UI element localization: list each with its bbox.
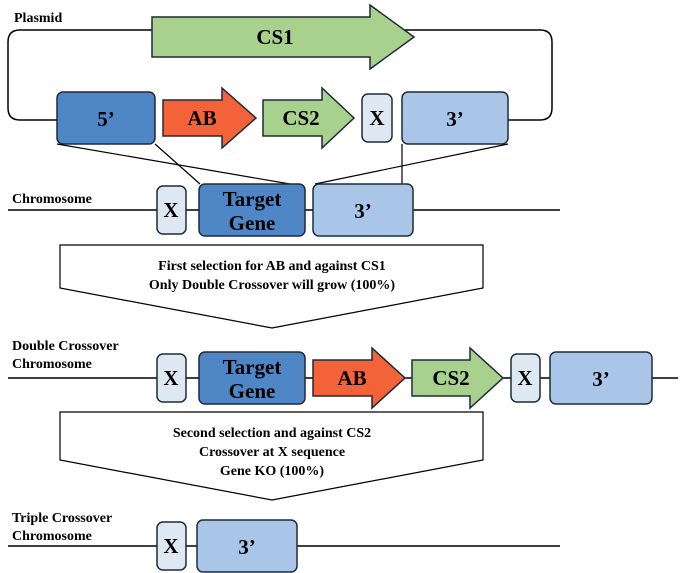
triple-crossover-section: Triple Crossover Chromosome X 3’ [8,511,560,573]
plasmid-ab-label: AB [187,106,216,130]
selection-1: First selection for AB and against CS1 O… [59,244,484,329]
chromosome-x-box [156,185,187,235]
dc-cs2-arrow [411,346,505,410]
dc-ab-label: AB [337,366,366,390]
plasmid-3prime-label: 3’ [446,107,464,131]
selection-2-funnel [59,411,484,501]
double-crossover-label-line2: Chromosome [12,357,92,372]
plasmid-3prime-box [401,91,509,145]
plasmid-section: Plasmid CS1 5’ AB CS2 X 3’ [7,3,553,150]
dc-cs2-label: CS2 [432,366,469,390]
triple-crossover-label-line1: Triple Crossover [12,511,112,526]
selection-2: Second selection and against CS2 Crossov… [59,411,484,501]
double-crossover-section: Double Crossover Chromosome X Target Gen… [8,339,678,410]
dc-x1-label: X [163,366,178,390]
crossover-lines-1 [56,143,509,185]
chromosome-label: Chromosome [12,192,92,207]
selection-2-line2: Crossover at X sequence [199,445,345,460]
plasmid-ab-arrow [162,86,258,150]
tc-3prime-label: 3’ [238,535,256,559]
dc-3prime-label: 3’ [592,367,610,391]
dc-x1-box [156,353,187,403]
plasmid-label: Plasmid [14,11,62,26]
cs1-label: CS1 [256,25,293,49]
dc-ab-arrow [312,346,407,410]
dc-x2-label: X [517,366,532,390]
tc-x-box [156,521,187,571]
chromosome-3prime-label: 3’ [354,199,372,223]
plasmid-cs2-arrow [262,86,356,150]
chromosome-target-line1: Target [223,187,282,211]
dc-x2-box [510,353,541,403]
chromosome-target-line2: Gene [229,211,276,235]
chromosome-section: Chromosome X Target Gene 3’ [8,183,560,237]
plasmid-5prime-box [56,91,156,145]
cs1-arrow [151,3,416,71]
selection-1-line2: Only Double Crossover will grow (100%) [149,278,396,293]
dc-target-box [198,351,306,405]
dc-3prime-box [549,351,653,405]
tc-x-label: X [163,534,178,558]
selection-1-line1: First selection for AB and against CS1 [158,259,386,274]
plasmid-cs2-label: CS2 [282,106,319,130]
plasmid-5prime-label: 5’ [97,107,115,131]
selection-2-line1: Second selection and against CS2 [173,426,371,441]
chromosome-x-label: X [163,198,178,222]
dc-target-line1: Target [223,355,282,379]
chromosome-target-box [198,183,306,237]
dc-target-line2: Gene [229,379,276,403]
double-crossover-label-line1: Double Crossover [12,339,119,354]
chromosome-3prime-box [312,183,414,237]
selection-1-funnel [59,244,484,329]
plasmid-x-box [361,93,393,143]
plasmid-x-label: X [369,106,384,130]
tc-3prime-box [196,519,298,573]
selection-2-line3: Gene KO (100%) [220,464,325,479]
triple-crossover-label-line2: Chromosome [12,529,92,544]
